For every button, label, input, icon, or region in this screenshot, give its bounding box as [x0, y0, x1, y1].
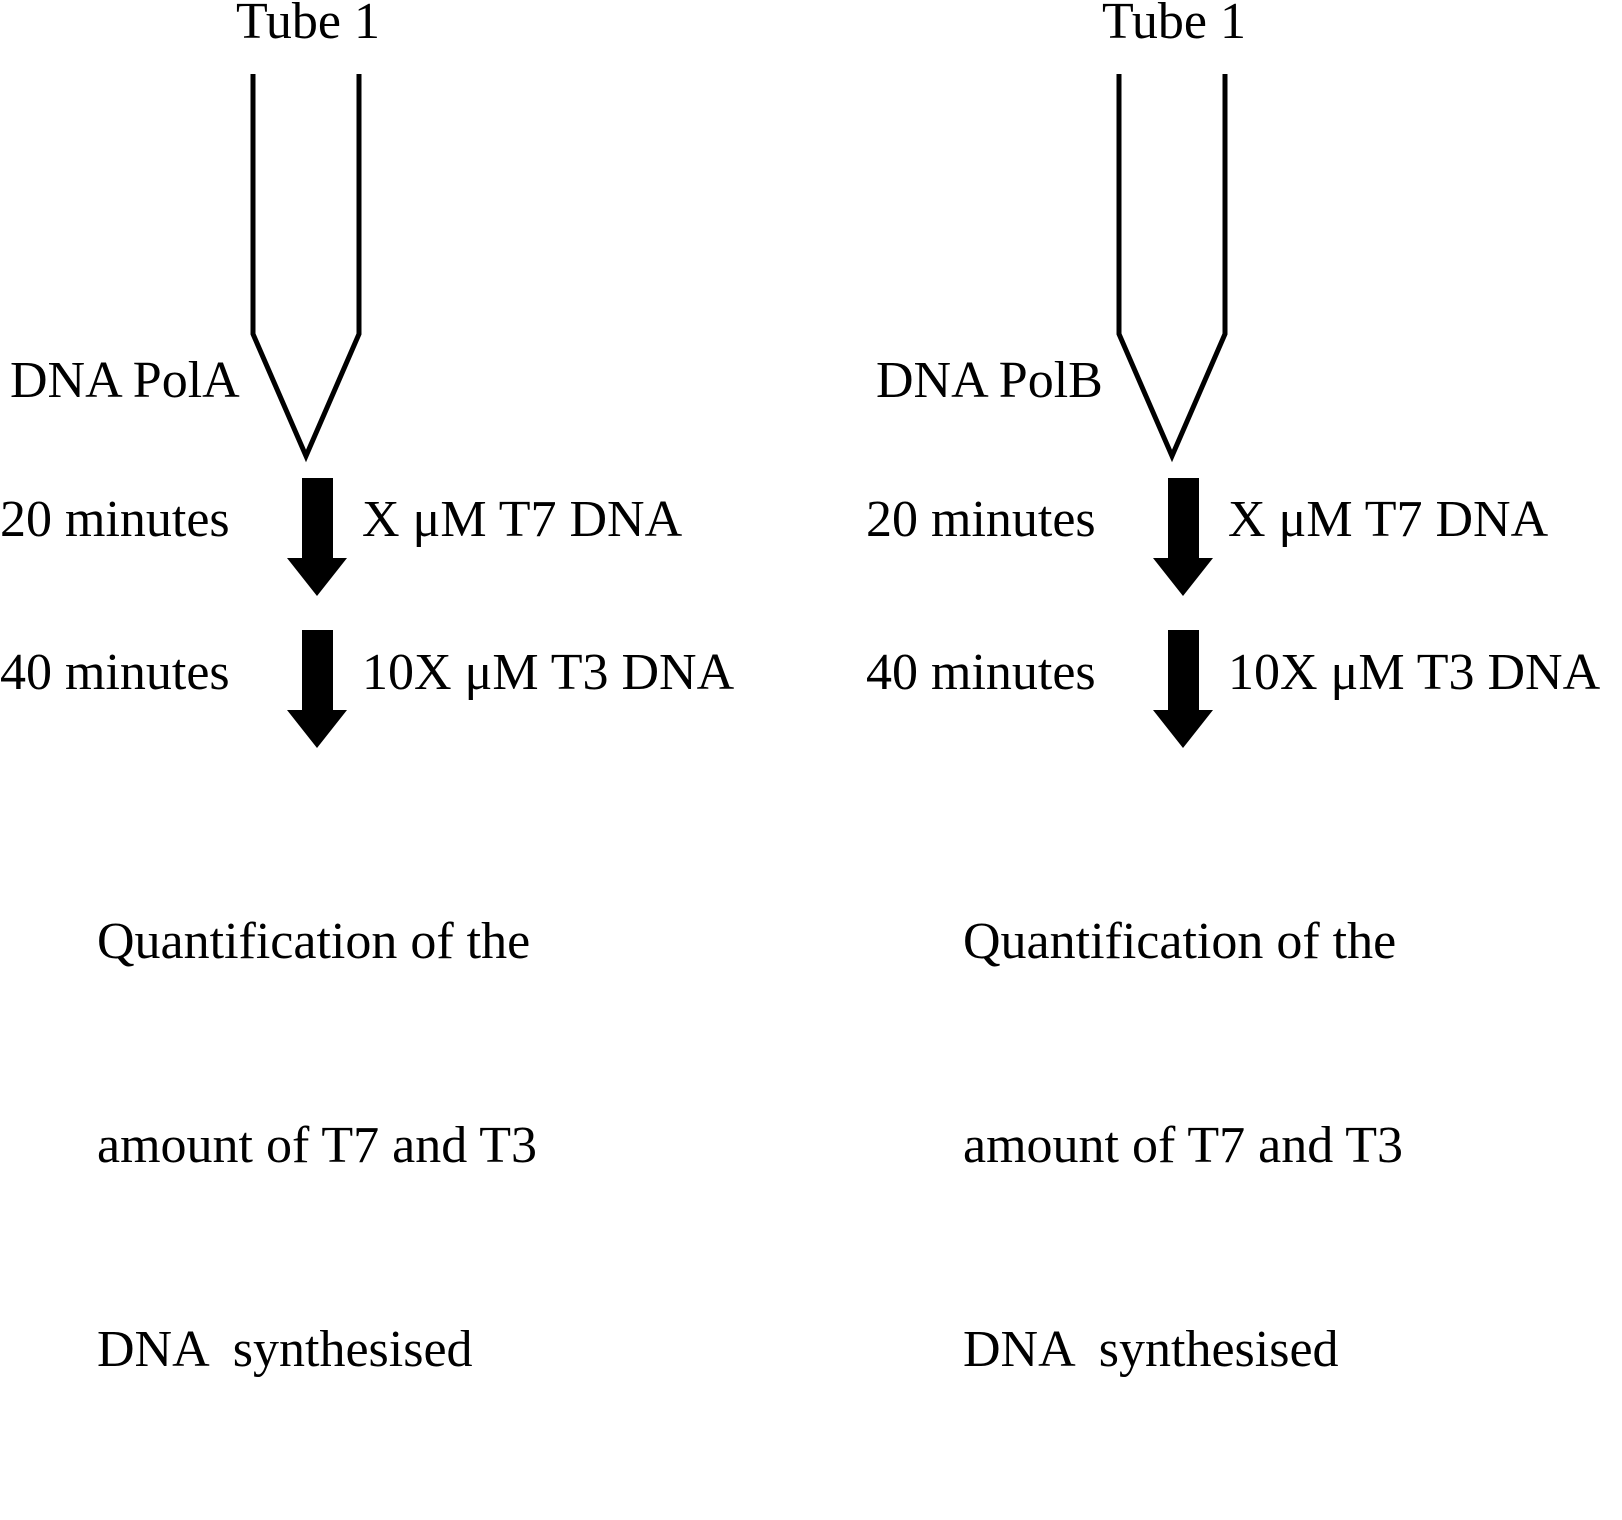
step1-time: 20 minutes [866, 491, 1096, 548]
step2-addition: 10X μM T3 DNA [1228, 644, 1601, 701]
result-line: Quantification of the [97, 913, 531, 970]
down-arrow-icon [287, 478, 347, 596]
down-arrow-icon [1153, 630, 1213, 748]
result-line: DNA synthesised [963, 1321, 1339, 1378]
step1-addition: X μM T7 DNA [362, 491, 683, 548]
step1-time: 20 minutes [0, 491, 230, 548]
step1-addition: X μM T7 DNA [1228, 491, 1549, 548]
down-arrow-icon [287, 630, 347, 748]
step2-time: 40 minutes [866, 644, 1096, 701]
enzyme-label: DNA PolB [876, 352, 1103, 409]
result-line: Quantification of the [963, 913, 1397, 970]
step2-addition: 10X μM T3 DNA [362, 644, 735, 701]
panel-polb: Tube 1 DNA PolB 20 minutes X μM T7 DNA 4… [866, 0, 1622, 1378]
tube-label: Tube 1 [236, 0, 381, 50]
result-line: amount of T7 and T3 [963, 1117, 1404, 1174]
result-line: DNA synthesised [97, 1321, 473, 1378]
test-tube-icon [1116, 74, 1228, 463]
result-text: Quantification of the amount of T7 and T… [97, 772, 537, 1520]
panel-pola: Tube 1 DNA PolA 20 minutes X μM T7 DNA 4… [0, 0, 811, 1378]
enzyme-label: DNA PolA [10, 352, 240, 409]
step2-time: 40 minutes [0, 644, 230, 701]
down-arrow-icon [1153, 478, 1213, 596]
tube-label: Tube 1 [1102, 0, 1247, 50]
result-text: Quantification of the amount of T7 and T… [963, 772, 1403, 1520]
test-tube-icon [250, 74, 362, 463]
result-line: amount of T7 and T3 [97, 1117, 538, 1174]
